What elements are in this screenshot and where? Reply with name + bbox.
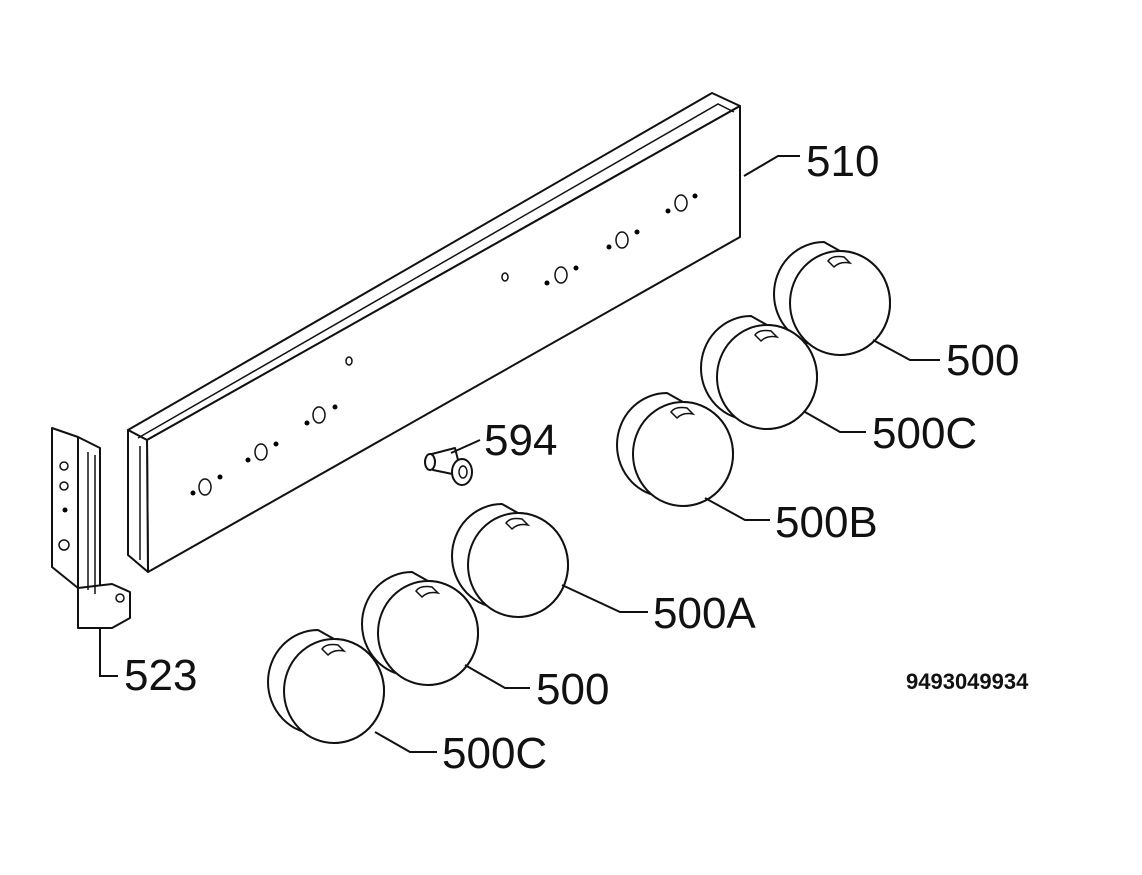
leader-510 (743, 155, 800, 177)
label-500-right: 500 (946, 336, 1019, 385)
label-500c-right: 500C (872, 409, 977, 458)
leader-500a-left (561, 584, 648, 613)
knob-left-top (451, 503, 569, 618)
leader-500b-right (704, 497, 770, 521)
leader-500-left (464, 664, 530, 689)
control-panel-part (127, 92, 741, 573)
panel-knob-holes (190, 193, 698, 496)
knob-left-bottom (267, 629, 385, 744)
label-510: 510 (806, 137, 879, 186)
label-523: 523 (124, 651, 197, 700)
leader-500c-right (804, 411, 866, 433)
leader-594 (450, 439, 481, 454)
leader-500-right (872, 339, 940, 361)
label-500c-left: 500C (442, 729, 547, 778)
leader-500c-left (374, 731, 437, 753)
knob-right-top (773, 241, 891, 356)
label-594: 594 (484, 416, 557, 465)
knob-right-bottom (616, 392, 734, 507)
reference-number: 9493049934 (906, 669, 1029, 694)
leader-523 (99, 628, 118, 677)
leader-lines (99, 155, 940, 753)
label-500-left: 500 (536, 665, 609, 714)
side-bracket-part (51, 427, 131, 629)
knobs-group (267, 241, 891, 744)
knob-left-middle (361, 571, 479, 686)
label-500b-right: 500B (775, 498, 878, 547)
label-500a-left: 500A (653, 589, 756, 638)
knob-right-middle (700, 315, 818, 430)
shaft-part (424, 447, 473, 486)
